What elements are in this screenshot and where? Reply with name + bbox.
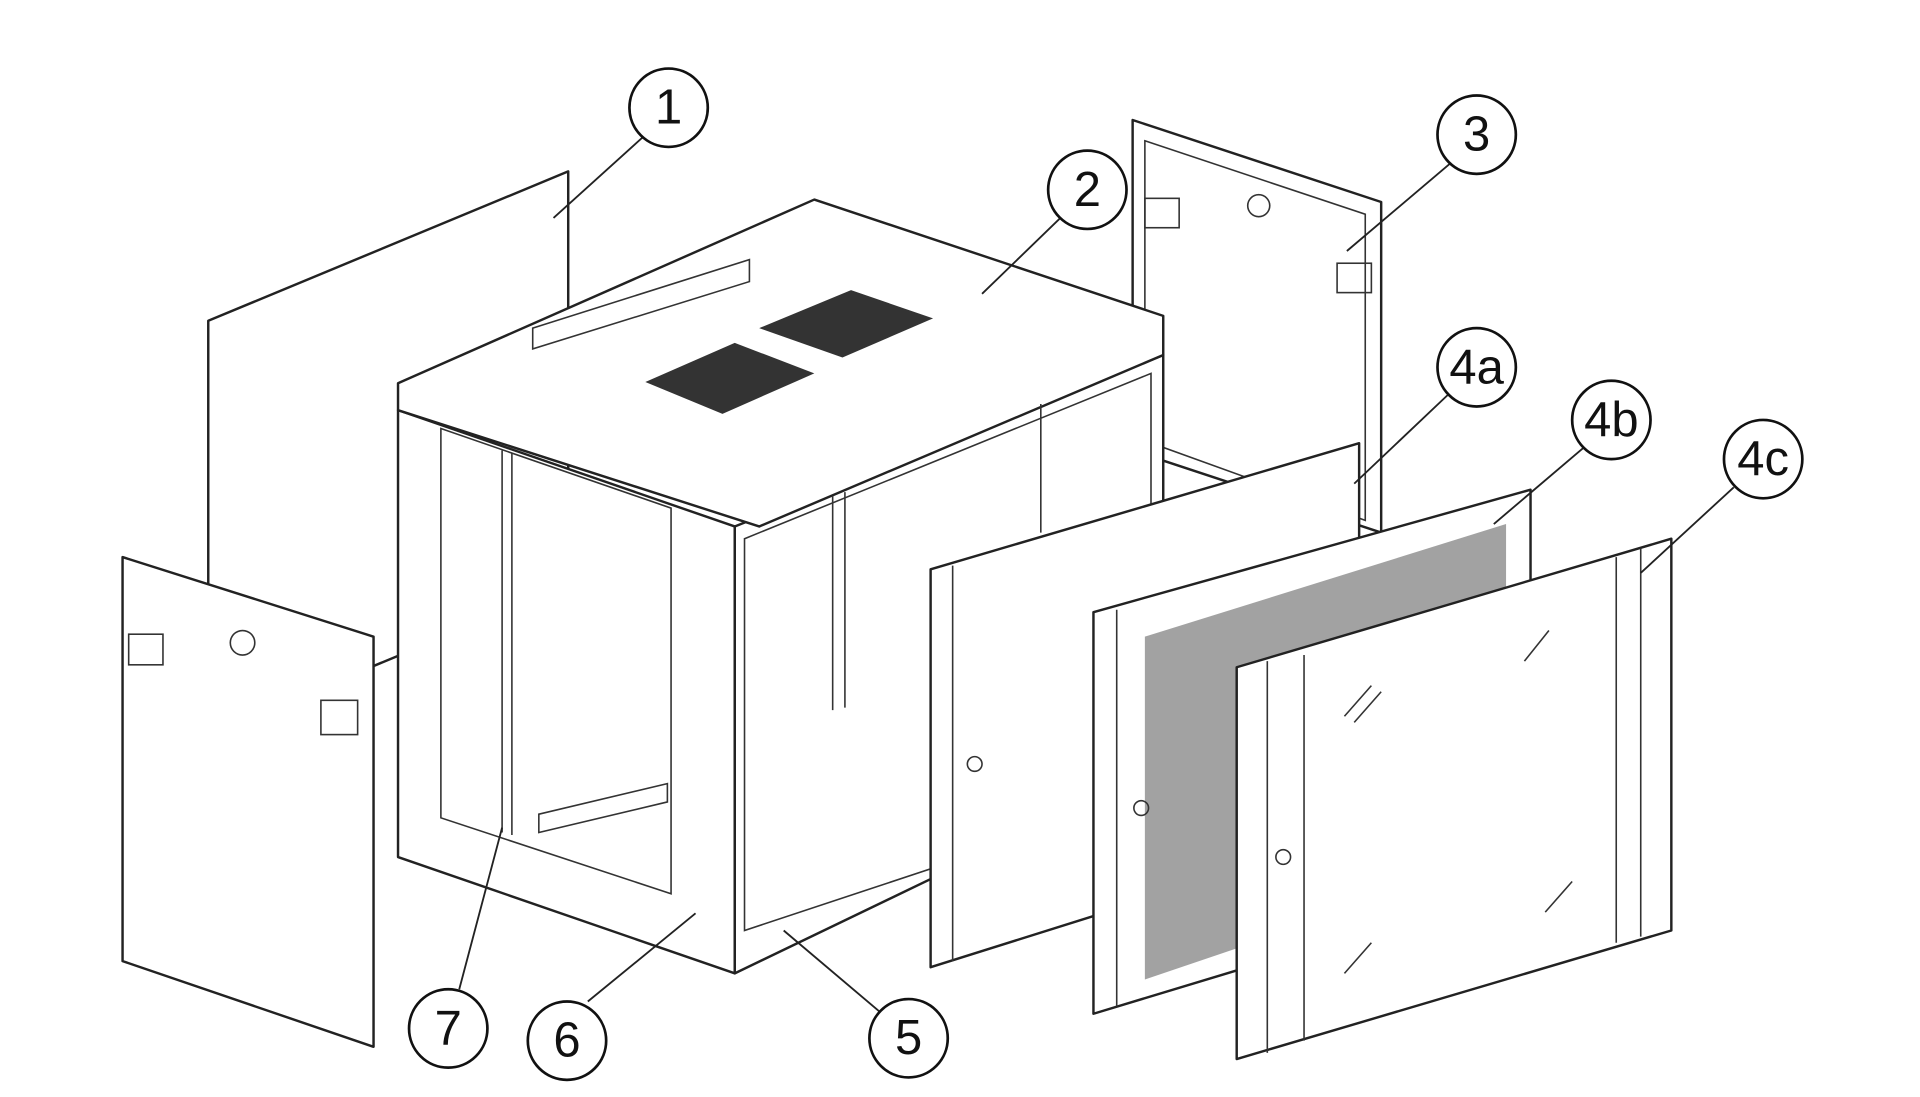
leader-lines [458,136,1735,1012]
callout-6: 6 [526,1000,608,1082]
callout-label: 4a [1449,340,1504,394]
callout-3: 3 [1436,94,1518,176]
callout-7: 7 [407,987,489,1069]
callout-label: 5 [895,1011,922,1065]
callout-1: 1 [628,67,710,149]
callout-5: 5 [868,997,950,1079]
callout-2: 2 [1046,149,1128,231]
callout-4b: 4b [1570,379,1652,461]
callout-4a: 4a [1436,326,1518,408]
top-fan-vent [759,290,934,358]
callout-label: 6 [553,1014,580,1068]
side-panel-front [121,555,375,1049]
callout-label: 1 [655,81,682,135]
callout-label: 3 [1463,108,1490,162]
door-glass [1235,537,1673,1061]
callout-label: 7 [435,1001,462,1055]
callout-label: 4b [1584,393,1638,447]
callout-label: 4c [1737,432,1789,486]
top-fan-vent [645,342,815,414]
callout-label: 2 [1074,163,1101,217]
callout-4c: 4c [1722,418,1804,500]
